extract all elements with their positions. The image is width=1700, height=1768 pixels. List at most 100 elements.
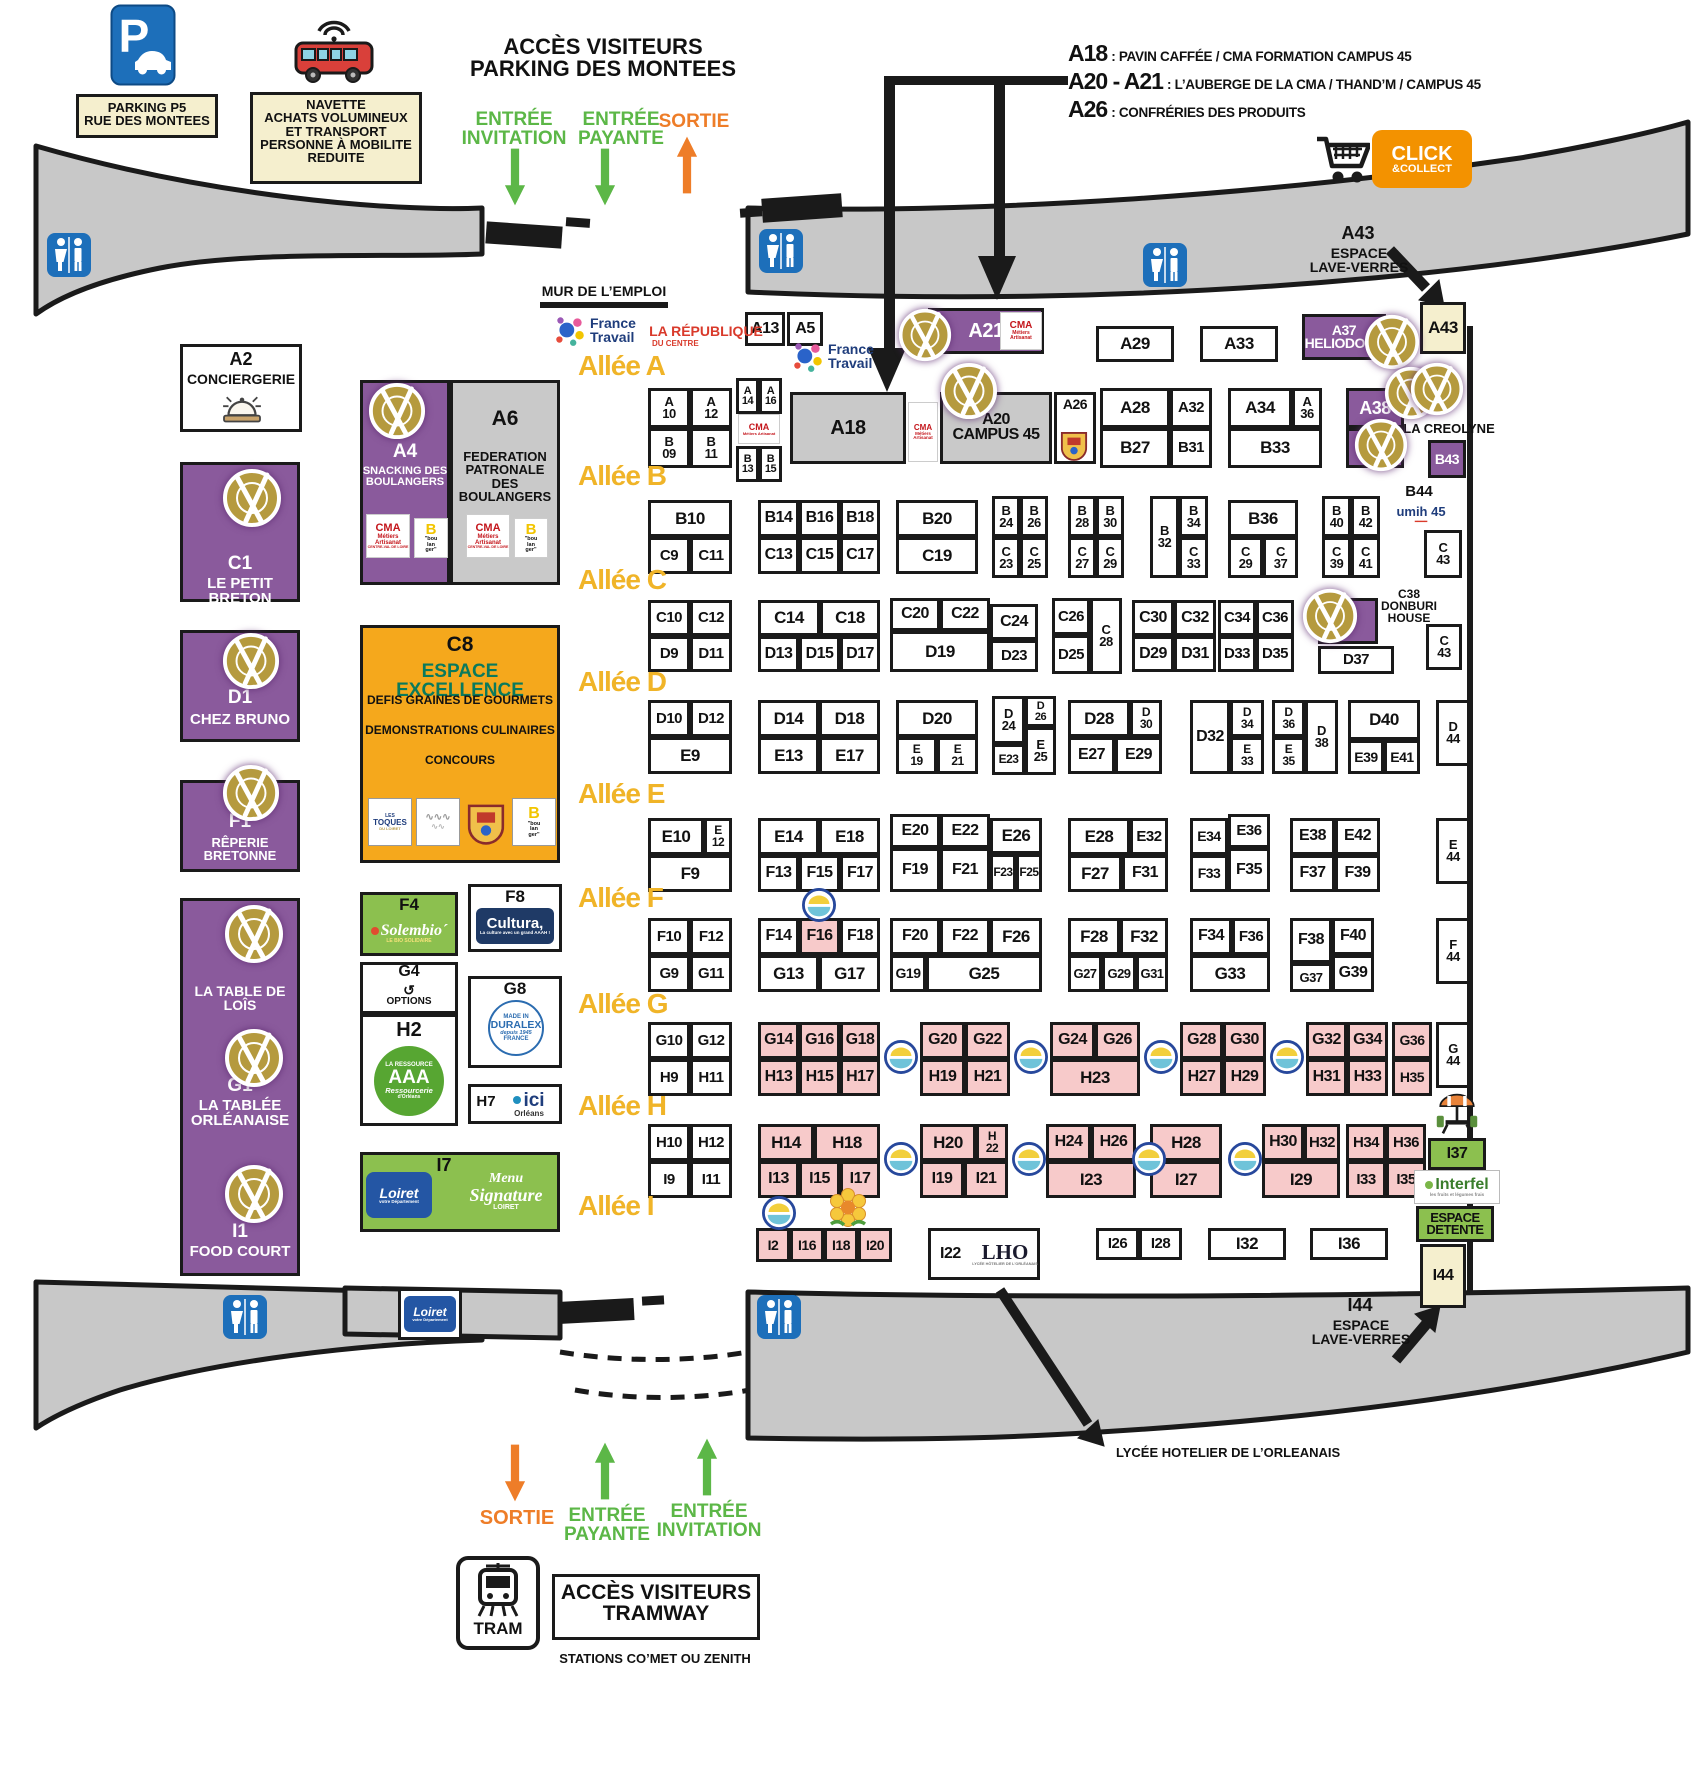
booth-f36: F36 (1232, 918, 1270, 955)
plate-icon-f1 (222, 764, 280, 822)
booth-g33: G33 (1190, 955, 1270, 992)
booth-a14: A 14 (736, 378, 759, 414)
booth-e9: E9 (648, 737, 732, 774)
plate-icon-a37 (1364, 314, 1420, 370)
booth-g22: G22 (965, 1022, 1010, 1059)
loiret-logo-i7-line-0: Loiret (379, 1184, 419, 1201)
entree-invitation-bottom: ENTRÉE INVITATION (656, 1501, 762, 1542)
booth-c43b: C 43 (1426, 624, 1462, 670)
booth-i21: I21 (964, 1161, 1008, 1198)
legend: A18: PAVIN CAFFÉE / CMA FORMATION CAMPUS… (1068, 40, 1481, 124)
f8-code: F8 (505, 887, 525, 906)
parking-icon: P (110, 4, 176, 86)
booth-b20: B20 (896, 500, 978, 537)
booth-h23: H23 (1050, 1059, 1140, 1096)
a2-code: A2 (229, 349, 253, 369)
booth-e26: E26 (990, 818, 1042, 854)
plate-icon-g1 (224, 1028, 284, 1088)
i1-name: FOOD COURT (189, 1243, 291, 1260)
booth-d24: D 24 (992, 696, 1025, 744)
booth-h21: H21 (965, 1059, 1010, 1096)
booth-i29: I29 (1262, 1161, 1340, 1198)
legend-item-A26: A26: CONFRÉRIES DES PRODUITS (1068, 96, 1481, 123)
booth-g25: G25 (926, 955, 1042, 992)
a6-name: FEDERATION PATRONALE DES BOULANGERS (458, 449, 552, 504)
booth-e44: E 44 (1436, 818, 1470, 884)
booth-g13: G13 (758, 955, 819, 992)
produits-badge-h2 (1012, 1142, 1046, 1176)
cma-logo-a4-line-2: CENTRE-VAL DE LOIRE (367, 544, 409, 549)
booth-c29b: C 29 (1228, 537, 1263, 578)
booth-c34: C34 (1218, 600, 1256, 636)
booth-h36: H36 (1386, 1124, 1426, 1161)
booth-i28: I28 (1139, 1228, 1182, 1260)
allee-e: Allée E (578, 778, 665, 809)
tram-label: TRAM (473, 1619, 523, 1638)
booth-c26: C26 (1052, 598, 1090, 635)
booth-h26: H26 (1091, 1124, 1136, 1161)
booth-b34: B 34 (1179, 496, 1208, 537)
booth-e35: E 35 (1272, 737, 1305, 774)
stations: STATIONS CO’MET OU ZENITH (559, 1651, 751, 1666)
booth-c22: C22 (940, 598, 990, 631)
booth-i32: I32 (1208, 1228, 1286, 1260)
options-logo-line-0: ↺ (403, 982, 415, 998)
booth-b42: B 42 (1351, 496, 1380, 537)
legend-connector-bar (886, 76, 1068, 85)
booth-h27: H27 (1180, 1059, 1223, 1096)
plate-icon-a21 (898, 308, 952, 362)
booth-c41: C 41 (1351, 537, 1380, 578)
booth-f10: F10 (648, 918, 690, 955)
booth-c24: C24 (990, 604, 1038, 640)
booth-c15: C15 (799, 537, 840, 574)
allee-b: Allée B (578, 460, 667, 491)
booth-d32: D32 (1190, 700, 1230, 774)
solembio-logo: Solembio´LE BIO SOLIDAIRE (366, 916, 452, 950)
booth-i11: I11 (690, 1161, 732, 1198)
booth-c36: C36 (1256, 600, 1294, 636)
navette-bus-icon (290, 14, 378, 88)
wall-bottom-right (745, 1285, 1691, 1442)
booth-espace-detente: ESPACE DETENTE (1416, 1206, 1494, 1242)
umih-logo-line-0: umih 45 (1396, 503, 1446, 519)
cma-logo-a14-line-0: CMA (748, 421, 770, 432)
booth-e29: E29 (1115, 737, 1162, 774)
booth-b31: B31 (1170, 428, 1212, 468)
allee-i: Allée I (578, 1190, 654, 1221)
booth-h14: H14 (758, 1124, 814, 1161)
booth-e18: E18 (819, 818, 880, 855)
produits-badge-h3 (1132, 1142, 1166, 1176)
booth-g44: G 44 (1436, 1022, 1470, 1088)
booth-a43: A43 (1420, 302, 1466, 354)
booth-a18: A18 (790, 392, 906, 464)
cma-logo-a21-line-0: CMA (1009, 320, 1033, 331)
lycee-hotelier: LYCÉE HOTELIER DE L’ORLEANAIS (1116, 1445, 1341, 1460)
cma-logo-a4-line-0: CMA (375, 521, 401, 534)
click-collect-badge-line-1: &COLLECT (1392, 162, 1452, 175)
boulanger-logo-a4-line-0: B (425, 521, 437, 539)
acces-tramway-box (552, 1574, 760, 1640)
aaa-ressourcerie-logo-line-2: Ressourcerie (385, 1086, 433, 1096)
plate-icon-c1 (222, 468, 282, 528)
booth-g39: G39 (1332, 955, 1374, 992)
aaa-ressourcerie-logo-line-0: LA RESSOURCE (385, 1062, 433, 1069)
boulanger-logo-a6-line-1: "bou lan ger" (524, 536, 538, 554)
i7-code: I7 (436, 1155, 452, 1175)
options-logo-line-1: OPTIONS (386, 996, 432, 1007)
booth-h10: H10 (648, 1124, 690, 1161)
click-collect-badge: CLICK&COLLECT (1372, 130, 1472, 188)
booth-b40: B 40 (1322, 496, 1351, 537)
entree-payante-bottom: ENTRÉE PAYANTE (564, 1505, 650, 1546)
booth-c29a: C 29 (1096, 537, 1124, 578)
legend-connector-a21 (994, 76, 1005, 258)
menu-signature-logo-line-0: Menu (488, 1170, 524, 1186)
booth-g29: G29 (1102, 955, 1136, 992)
booth-e21: E 21 (937, 737, 978, 774)
duralex-logo-line-2: depuis 1945 (500, 1029, 532, 1036)
